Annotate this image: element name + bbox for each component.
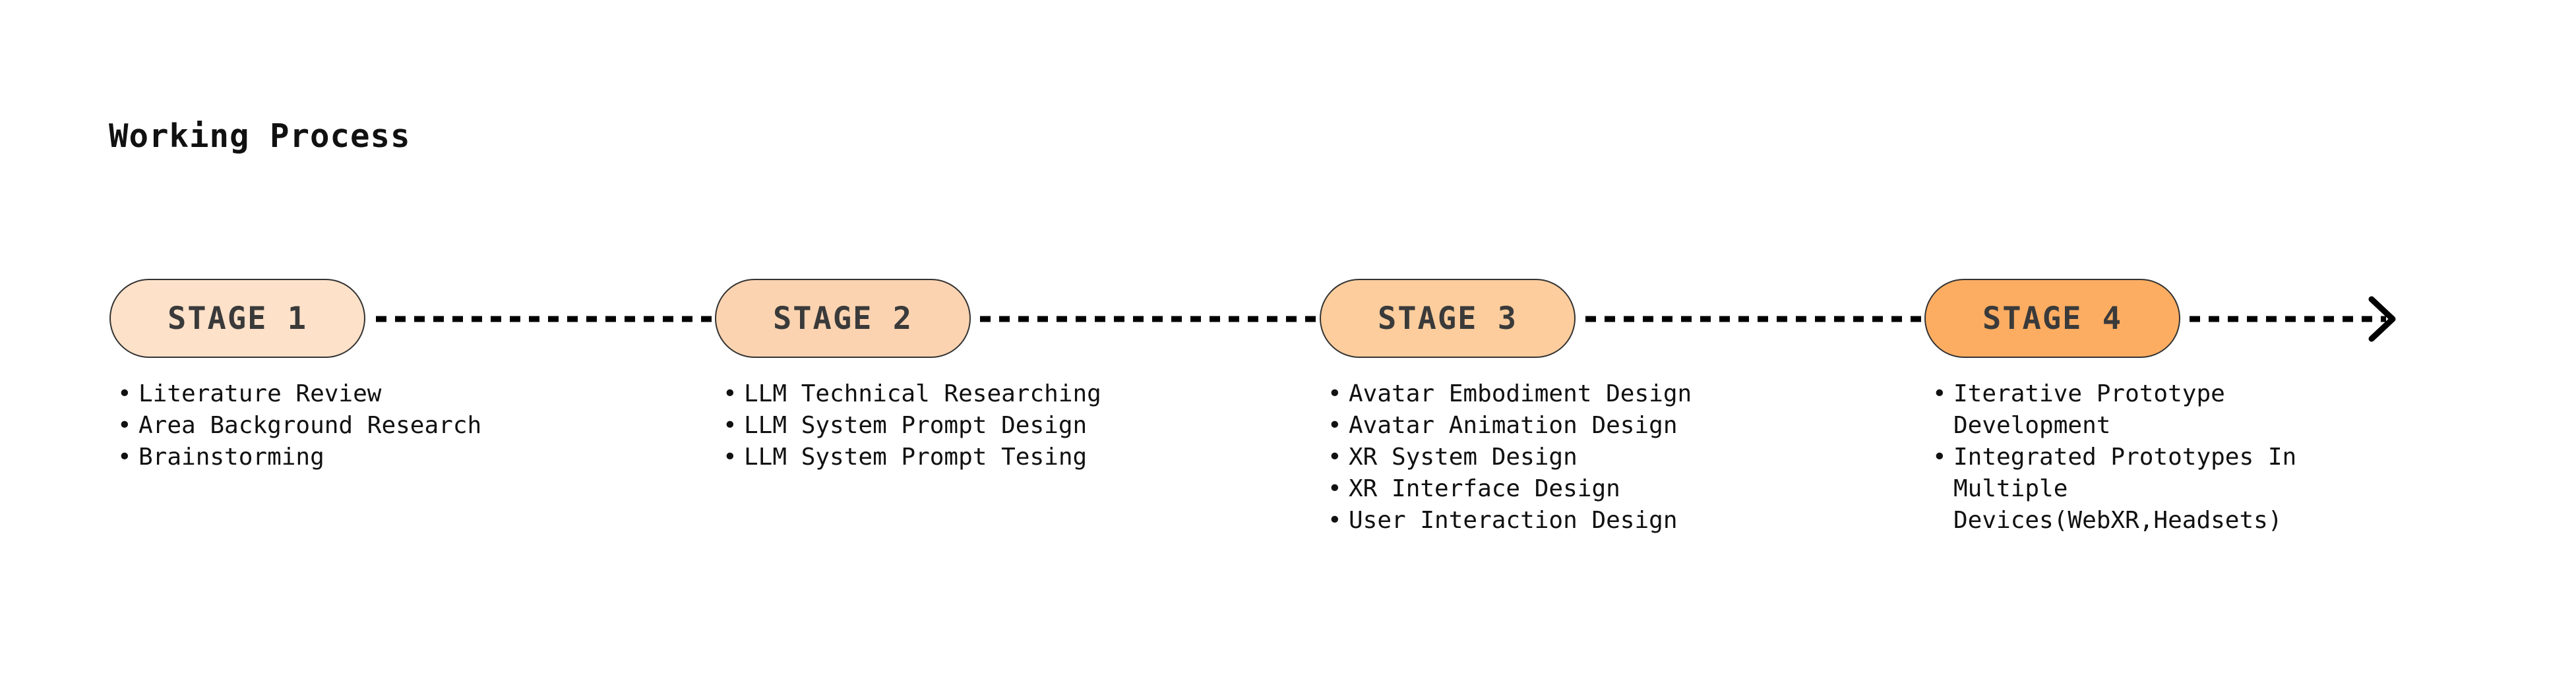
list-item: Iterative Prototype Development (1924, 378, 2296, 442)
stage-3-label: STAGE 3 (1377, 300, 1518, 337)
list-item: XR Interface Design (1320, 473, 1692, 505)
stage-2-label: STAGE 2 (772, 300, 913, 337)
stage-2-pill: STAGE 2 (715, 279, 971, 358)
list-item: LLM System Prompt Tesing (715, 442, 1101, 473)
list-item: XR System Design (1320, 442, 1692, 473)
stage-1-label: STAGE 1 (167, 300, 308, 337)
stage-3-items: Avatar Embodiment Design Avatar Animatio… (1320, 378, 1692, 537)
stage-4-pill: STAGE 4 (1924, 279, 2180, 358)
stage-4-label: STAGE 4 (1982, 300, 2123, 337)
list-item: User Interaction Design (1320, 505, 1692, 537)
stage-2-items: LLM Technical Researching LLM System Pro… (715, 378, 1101, 473)
list-item: LLM Technical Researching (715, 378, 1101, 410)
diagram-title: Working Process (109, 117, 411, 155)
stage-3-pill: STAGE 3 (1320, 279, 1576, 358)
list-item: Avatar Embodiment Design (1320, 378, 1692, 410)
stage-1-pill: STAGE 1 (109, 279, 365, 358)
arrow-head-icon (2368, 296, 2396, 342)
stage-1-items: Literature Review Area Background Resear… (109, 378, 481, 473)
list-item: Brainstorming (109, 442, 481, 473)
list-item: Area Background Research (109, 410, 481, 442)
list-item: Avatar Animation Design (1320, 410, 1692, 442)
list-item: Literature Review (109, 378, 481, 410)
list-item: Integrated Prototypes In Multiple Device… (1924, 442, 2296, 537)
list-item: LLM System Prompt Design (715, 410, 1101, 442)
stage-4-items: Iterative Prototype Development Integrat… (1924, 378, 2296, 537)
